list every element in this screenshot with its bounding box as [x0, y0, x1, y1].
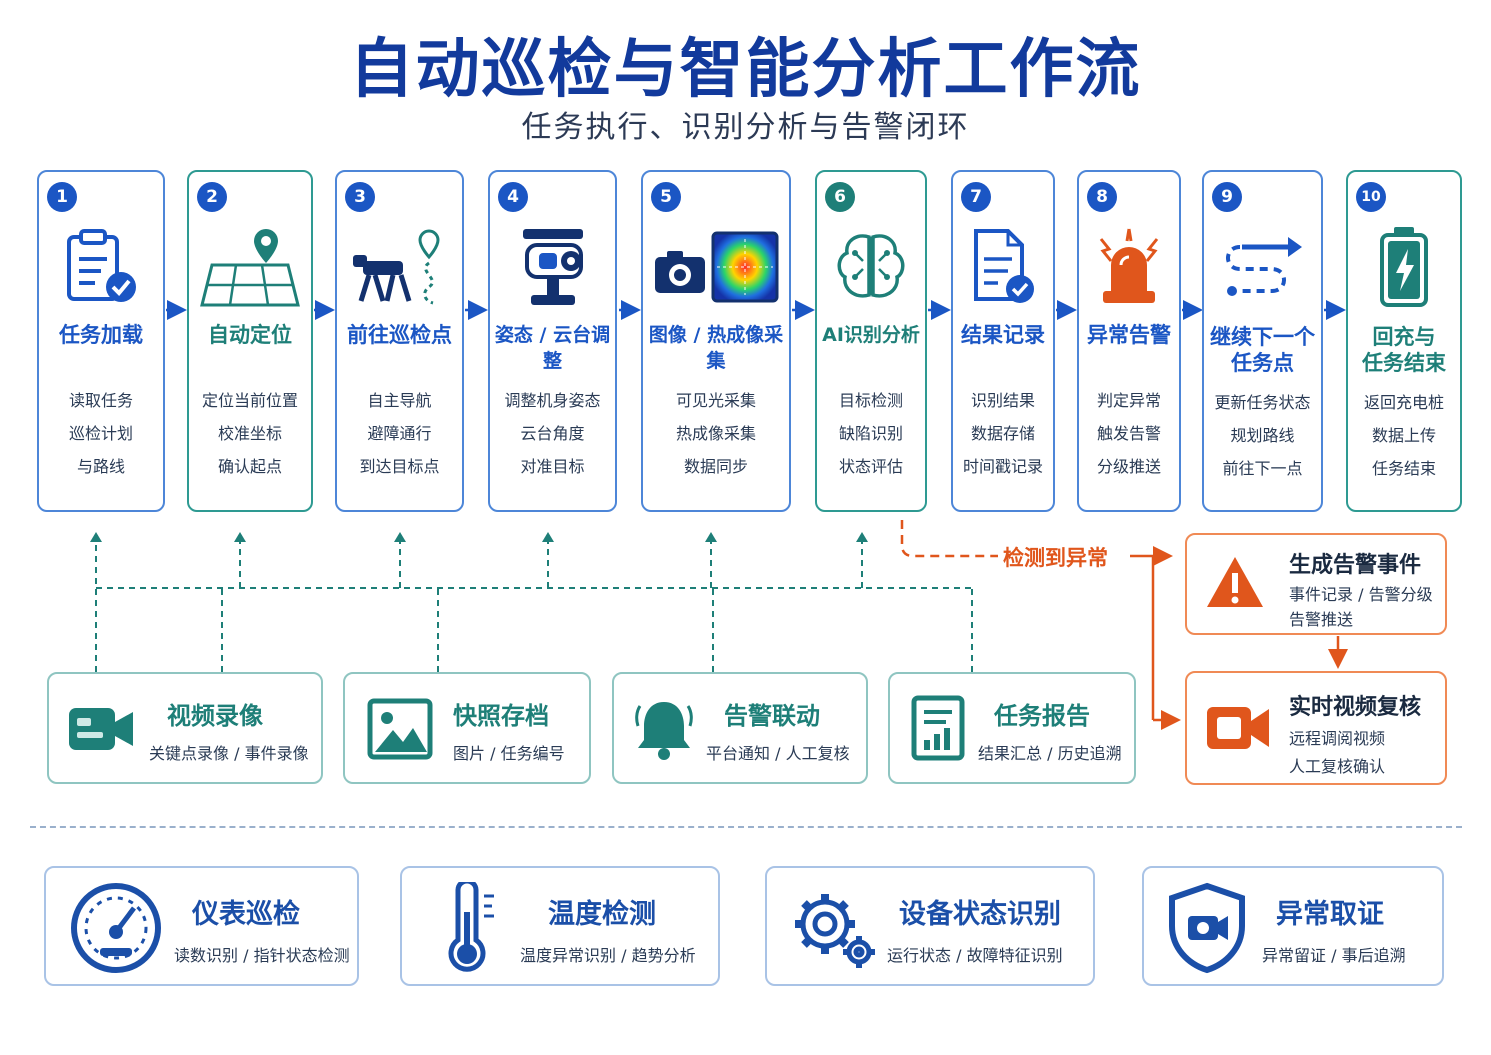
- gauge-icon: [70, 882, 162, 978]
- ptz-camera-icon: [490, 222, 615, 312]
- feature-snapshot-archive: 快照存档 图片 / 任务编号: [343, 672, 591, 784]
- step-title: 回充与任务结束: [1362, 325, 1446, 375]
- capability-subtitle: 运行状态 / 故障特征识别: [887, 946, 1063, 965]
- feature-title: 快照存档: [453, 702, 549, 730]
- step-details: 判定异常触发告警分级推送: [1096, 391, 1161, 476]
- capability-meter-inspection: 仪表巡检 读数识别 / 指针状态检测: [44, 866, 359, 986]
- page-subtitle: 任务执行、识别分析与告警闭环: [521, 110, 970, 145]
- step-details: 返回充电桩数据上传任务结束: [1363, 393, 1444, 478]
- clipboard-check-icon: [39, 222, 163, 312]
- feature-title: 告警联动: [724, 702, 820, 730]
- step-card-2: 2 自动定位 定位当前位置校准坐标确认起点: [187, 170, 313, 512]
- capability-device-status: 设备状态识别 运行状态 / 故障特征识别: [765, 866, 1095, 986]
- video-review-icon: [1205, 703, 1271, 757]
- feature-title: 视频录像: [167, 702, 263, 730]
- step-card-6: 6 AI识别分析 目标检测缺陷识别状态评估: [815, 170, 927, 512]
- step-details: 识别结果数据存储时间戳记录: [962, 391, 1043, 476]
- page-title: 自动巡检与智能分析工作流: [349, 33, 1142, 107]
- feature-video-recording: 视频录像 关键点录像 / 事件录像: [47, 672, 323, 784]
- capability-title: 温度检测: [548, 899, 656, 930]
- step-title: AI识别分析: [822, 324, 920, 346]
- thermometer-icon: [442, 878, 502, 978]
- step-card-10: 10 回充与任务结束 返回充电桩数据上传任务结束: [1346, 170, 1462, 512]
- shield-camera-icon: [1166, 882, 1248, 978]
- step-details: 定位当前位置校准坐标确认起点: [201, 391, 298, 476]
- document-check-icon: [953, 222, 1053, 312]
- ai-brain-icon: [817, 222, 925, 312]
- step-number: 2: [197, 182, 227, 212]
- step-number: 8: [1087, 182, 1117, 212]
- robot-dog-route-icon: [337, 222, 462, 312]
- image-icon: [367, 698, 433, 764]
- step-number: 10: [1356, 182, 1386, 212]
- capability-temperature: 温度检测 温度异常识别 / 趋势分析: [400, 866, 720, 986]
- feature-alarm-linkage: 告警联动 平台通知 / 人工复核: [612, 672, 868, 784]
- capability-subtitle: 异常留证 / 事后追溯: [1262, 946, 1406, 965]
- feature-title: 任务报告: [994, 702, 1090, 730]
- alert-event-title: 生成告警事件: [1289, 553, 1422, 578]
- alert-event-card: 生成告警事件 事件记录 / 告警分级 告警推送: [1185, 533, 1447, 635]
- capability-subtitle: 读数识别 / 指针状态检测: [174, 946, 350, 965]
- step-card-5: 5 图像 / 热成像采集 可见光采集热成像采集数据同步: [641, 170, 791, 512]
- anomaly-detected-label: 检测到异常: [1003, 546, 1108, 570]
- step-number: 1: [47, 182, 77, 212]
- step-card-4: 4 姿态 / 云台调整 调整机身姿态云台角度对准目标: [488, 170, 617, 512]
- map-pin-grid-icon: [189, 222, 311, 312]
- step-title: 异常告警: [1087, 323, 1171, 347]
- route-arrow-icon: [1204, 222, 1321, 312]
- step-number: 3: [345, 182, 375, 212]
- alarm-siren-icon: [1079, 222, 1179, 312]
- step-title: 自动定位: [208, 323, 292, 347]
- capability-title: 仪表巡检: [192, 899, 300, 930]
- step-title: 图像 / 热成像采集: [648, 324, 784, 372]
- bell-icon: [632, 696, 696, 766]
- step-details: 目标检测缺陷识别状态评估: [838, 391, 903, 476]
- feature-task-report: 任务报告 结果汇总 / 历史追溯: [888, 672, 1136, 784]
- feature-subtitle: 结果汇总 / 历史追溯: [978, 744, 1122, 763]
- video-review-title: 实时视频复核: [1289, 695, 1422, 720]
- step-title: 任务加载: [59, 323, 143, 347]
- step-number: 4: [498, 182, 528, 212]
- feature-subtitle: 关键点录像 / 事件录像: [149, 744, 309, 763]
- video-camera-icon: [67, 704, 135, 758]
- gears-icon: [785, 884, 881, 976]
- step-card-7: 7 结果记录 识别结果数据存储时间戳记录: [951, 170, 1055, 512]
- step-title: 结果记录: [961, 323, 1045, 347]
- section-divider: [30, 826, 1462, 828]
- step-details: 调整机身姿态云台角度对准目标: [504, 391, 601, 476]
- step-details: 读取任务巡检计划与路线: [68, 391, 133, 476]
- capability-subtitle: 温度异常识别 / 趋势分析: [520, 946, 696, 965]
- camera-thermal-icon: [643, 222, 789, 312]
- step-card-8: 8 异常告警 判定异常触发告警分级推送: [1077, 170, 1181, 512]
- warning-triangle-icon: [1205, 555, 1265, 615]
- step-card-1: 1 任务加载 读取任务巡检计划与路线: [37, 170, 165, 512]
- alert-event-detail: 告警推送: [1289, 610, 1354, 629]
- battery-charging-icon: [1348, 222, 1460, 312]
- step-number: 5: [651, 182, 681, 212]
- capability-title: 异常取证: [1276, 899, 1384, 930]
- capability-title: 设备状态识别: [899, 899, 1061, 930]
- step-details: 自主导航避障通行到达目标点: [359, 391, 440, 476]
- step-number: 6: [825, 182, 855, 212]
- step-number: 9: [1212, 182, 1242, 212]
- step-title: 前往巡检点: [347, 323, 452, 347]
- video-review-card: 实时视频复核 远程调阅视频 人工复核确认: [1185, 671, 1447, 785]
- step-title: 继续下一个任务点: [1210, 325, 1315, 375]
- alert-event-detail: 事件记录 / 告警分级: [1289, 585, 1433, 604]
- feature-subtitle: 平台通知 / 人工复核: [706, 744, 850, 763]
- video-review-detail: 远程调阅视频: [1289, 729, 1386, 748]
- step-card-3: 3 前往巡检点 自主导航避障通行到达目标点: [335, 170, 464, 512]
- report-chart-icon: [910, 694, 966, 766]
- step-card-9: 9 继续下一个任务点 更新任务状态规划路线前往下一点: [1202, 170, 1323, 512]
- step-details: 更新任务状态规划路线前往下一点: [1214, 393, 1311, 478]
- step-details: 可见光采集热成像采集数据同步: [675, 391, 756, 476]
- step-title: 姿态 / 云台调整: [494, 324, 611, 372]
- feature-subtitle: 图片 / 任务编号: [453, 744, 565, 763]
- capability-evidence: 异常取证 异常留证 / 事后追溯: [1142, 866, 1444, 986]
- video-review-detail: 人工复核确认: [1289, 757, 1386, 776]
- step-number: 7: [961, 182, 991, 212]
